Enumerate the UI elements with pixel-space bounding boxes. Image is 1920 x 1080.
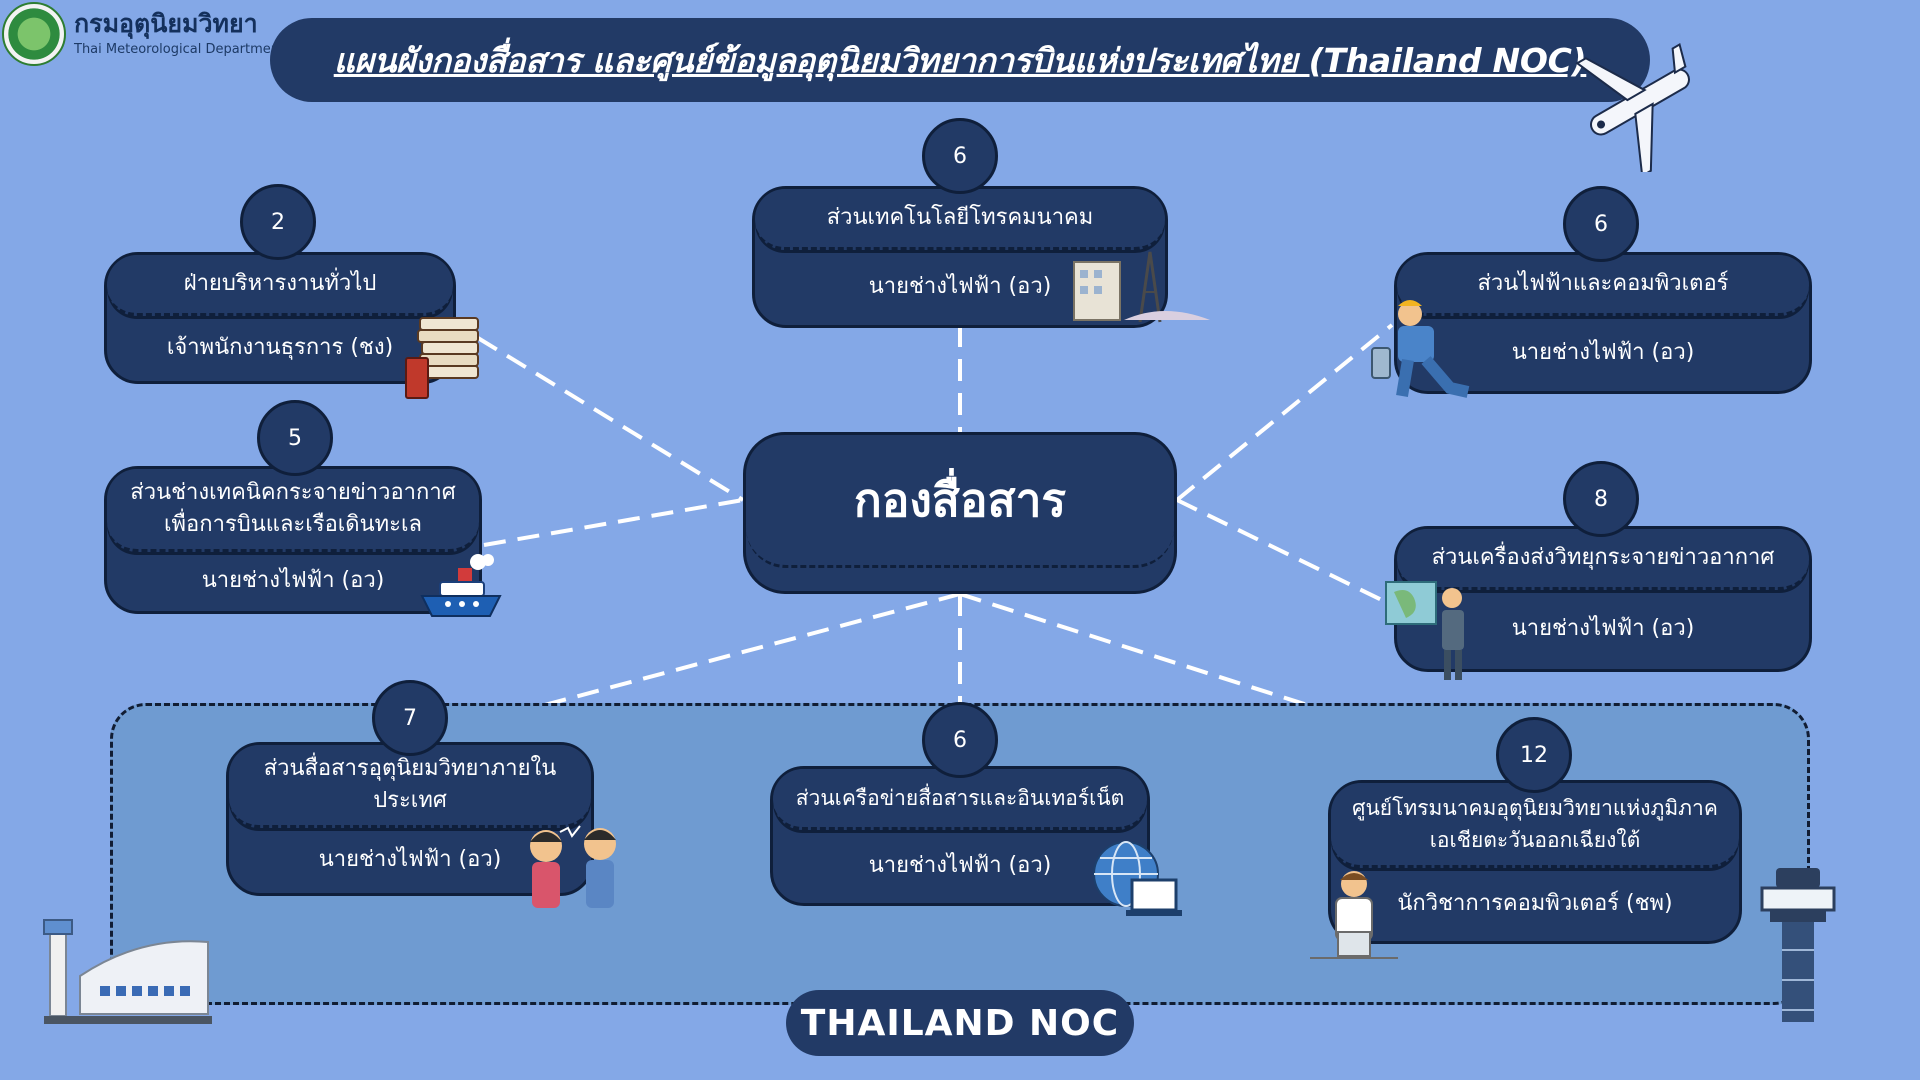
unit-role: นายช่างไฟฟ้า (อว) bbox=[1511, 339, 1695, 365]
unit-electrical-computer: ส่วนไฟฟ้าและคอมพิวเตอร์ นายช่างไฟฟ้า (อว… bbox=[1394, 252, 1812, 394]
unit-telecom-technology: ส่วนเทคโนโลยีโทรคมนาคม นายช่างไฟฟ้า (อว) bbox=[752, 186, 1168, 328]
unit-radio-transmitter: ส่วนเครื่องส่งวิทยุกระจายข่าวอากาศ นายช่… bbox=[1394, 526, 1812, 672]
unit-domestic-communication: ส่วนสื่อสารอุตุนิยมวิทยาภายใน ประเทศ นาย… bbox=[226, 742, 594, 896]
unit-role: นายช่างไฟฟ้า (อว) bbox=[1511, 615, 1695, 641]
staff-count-badge: 12 bbox=[1496, 717, 1572, 793]
title-banner: แผนผังกองสื่อสาร และศูนย์ข้อมูลอุตุนิยมว… bbox=[270, 18, 1650, 102]
unit-name: ส่วนเครือข่ายสื่อสารและอินเทอร์เน็ต bbox=[773, 769, 1147, 830]
tmd-logo-icon bbox=[2, 2, 66, 66]
org-name-th: กรมอุตุนิยมวิทยา bbox=[74, 9, 258, 38]
unit-broadcast-technician: ส่วนช่างเทคนิคกระจายข่าวอากาศ เพื่อการบิ… bbox=[104, 466, 482, 614]
communicating-people-icon bbox=[530, 825, 616, 908]
staff-count-badge: 6 bbox=[922, 118, 998, 194]
unit-role: นายช่างไฟฟ้า (อว) bbox=[201, 567, 385, 593]
unit-name: ฝ่ายบริหารงานทั่วไป bbox=[107, 255, 453, 316]
electrician-icon bbox=[1371, 300, 1470, 398]
staff-count-badge: 5 bbox=[257, 400, 333, 476]
unit-name: ส่วนช่างเทคนิคกระจายข่าวอากาศ เพื่อการบิ… bbox=[107, 469, 479, 552]
airplane-icon bbox=[1575, 42, 1690, 172]
unit-general-admin: ฝ่ายบริหารงานทั่วไป เจ้าพนักงานธุรการ (ช… bbox=[104, 252, 456, 384]
unit-regional-telecom-hub: ศูนย์โทรมนาคมอุตุนิยมวิทยาแห่งภูมิภาค เอ… bbox=[1328, 780, 1742, 944]
unit-role: นายช่างไฟฟ้า (อว) bbox=[318, 846, 502, 872]
central-division-label: กองสื่อสาร bbox=[746, 435, 1174, 568]
staff-count-badge: 2 bbox=[240, 184, 316, 260]
telecom-tower-icon bbox=[1073, 251, 1210, 323]
unit-name: ศูนย์โทรมนาคมอุตุนิยมวิทยาแห่งภูมิภาค เอ… bbox=[1331, 783, 1739, 868]
central-division-box: กองสื่อสาร bbox=[743, 432, 1177, 594]
unit-role: เจ้าพนักงานธุรการ (ชง) bbox=[166, 334, 394, 360]
weather-presenter-icon bbox=[1385, 581, 1464, 680]
unit-role: นายช่างไฟฟ้า (อว) bbox=[868, 273, 1052, 299]
unit-name: ส่วนเทคโนโลยีโทรคมนาคม bbox=[755, 189, 1165, 250]
computer-scientist-icon bbox=[1310, 871, 1398, 959]
staff-count-badge: 7 bbox=[372, 680, 448, 756]
staff-count-badge: 8 bbox=[1563, 461, 1639, 537]
unit-name: ส่วนไฟฟ้าและคอมพิวเตอร์ bbox=[1397, 255, 1809, 316]
unit-name: ส่วนสื่อสารอุตุนิยมวิทยาภายใน ประเทศ bbox=[229, 745, 591, 828]
staff-count-badge: 6 bbox=[922, 702, 998, 778]
page-title: แผนผังกองสื่อสาร และศูนย์ข้อมูลอุตุนิยมว… bbox=[333, 40, 1587, 80]
staff-count-badge: 6 bbox=[1563, 186, 1639, 262]
airport-terminal-icon bbox=[43, 919, 212, 1024]
books-icon bbox=[405, 317, 479, 399]
unit-name: ส่วนเครื่องส่งวิทยุกระจายข่าวอากาศ bbox=[1397, 529, 1809, 590]
globe-laptop-icon bbox=[1093, 841, 1182, 916]
unit-role: นักวิชาการคอมพิวเตอร์ (ชพ) bbox=[1397, 890, 1673, 916]
unit-role: นายช่างไฟฟ้า (อว) bbox=[868, 852, 1052, 878]
ship-icon bbox=[420, 554, 502, 617]
org-name-en: Thai Meteorological Department bbox=[74, 42, 285, 57]
thailand-noc-label: THAILAND NOC bbox=[786, 990, 1134, 1056]
unit-network-internet: ส่วนเครือข่ายสื่อสารและอินเทอร์เน็ต นายช… bbox=[770, 766, 1150, 906]
control-tower-icon bbox=[1760, 868, 1836, 1022]
